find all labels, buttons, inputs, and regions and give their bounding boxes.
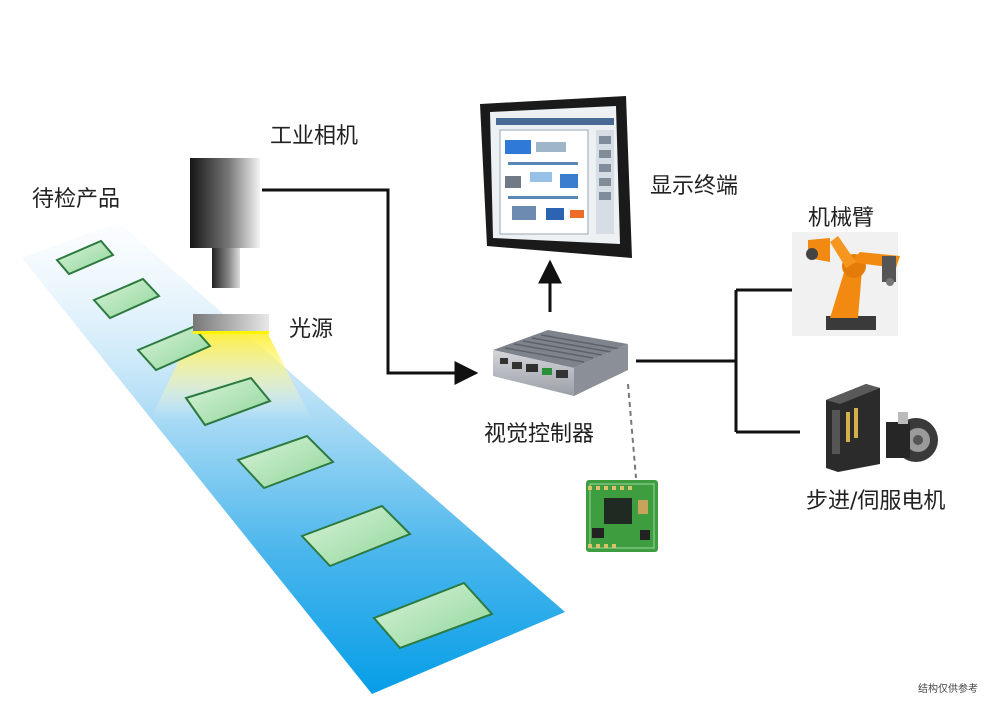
vision-controller-device [493,330,628,396]
product-item [136,325,212,372]
product-item [372,581,494,650]
label-light-source: 光源 [289,317,334,342]
product-item [92,277,161,320]
products-group [55,239,494,650]
controller-to-actuators-line [636,288,800,434]
label-products: 待检产品 [32,187,121,212]
label-camera: 工业相机 [270,124,359,149]
product-item [55,239,115,276]
controller-to-pcb-dashed [627,383,637,479]
light-source-unit [193,314,269,334]
product-item [300,504,412,568]
motor-device [826,384,938,472]
product-item [236,434,335,490]
product-item [184,376,272,427]
label-vision-controller: 视觉控制器 [484,422,595,447]
camera-to-controller-line [262,188,479,385]
industrial-camera [190,158,260,288]
display-terminal-device [480,96,632,258]
robot-arm-device [792,232,900,336]
label-robot-arm: 机械臂 [808,206,875,231]
pcb-board [586,480,658,552]
footnote: 结构仅供参考 [918,684,978,695]
label-display-terminal: 显示终端 [650,174,739,199]
label-motor: 步进/伺服电机 [806,489,946,514]
